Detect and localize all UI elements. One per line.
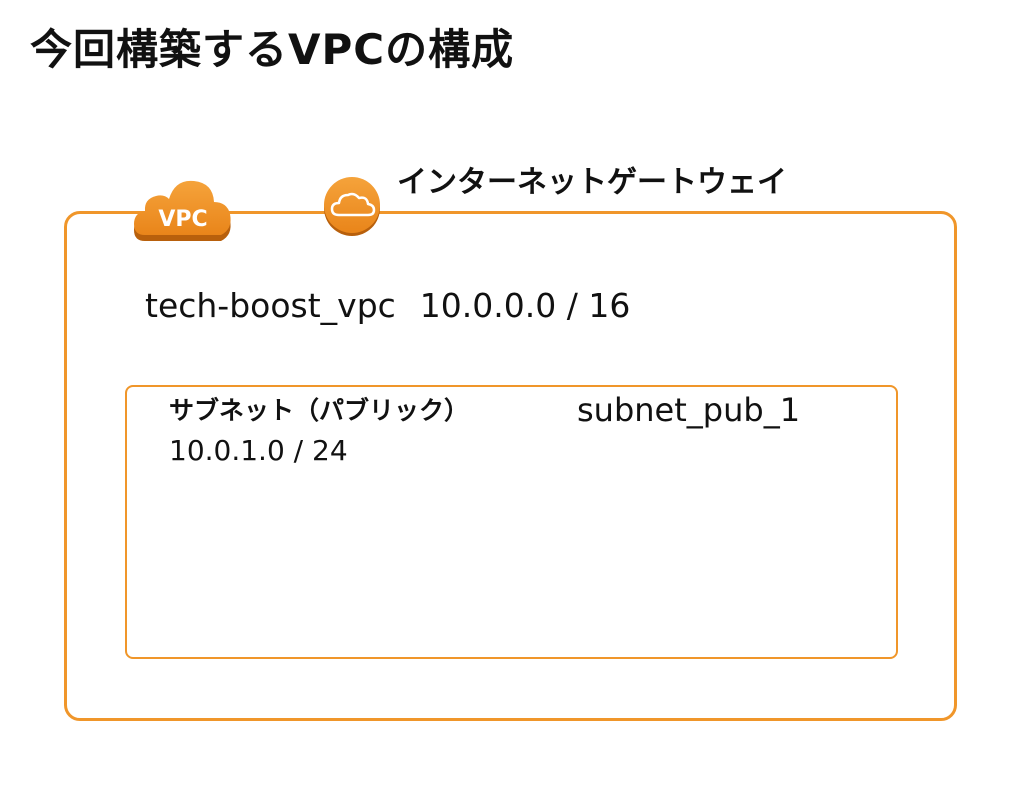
subnet-cidr: 10.0.1.0 / 24	[169, 434, 348, 467]
vpc-label: tech-boost_vpc 10.0.0.0 / 16	[145, 284, 630, 328]
internet-gateway-icon	[324, 177, 380, 236]
subnet-title: サブネット（パブリック）	[169, 396, 470, 425]
vpc-container	[64, 211, 957, 721]
internet-gateway-label: インターネットゲートウェイ	[397, 165, 787, 200]
page-title: 今回構築するVPCの構成	[30, 25, 515, 74]
vpc-cloud-icon: VPC	[134, 180, 231, 241]
subnet-container	[125, 385, 898, 659]
vpc-badge-label: VPC	[158, 207, 207, 232]
vpc-name: tech-boost_vpc	[145, 286, 396, 325]
cloud-icon	[330, 192, 376, 217]
subnet-name: subnet_pub_1	[577, 391, 801, 429]
vpc-cidr: 10.0.0.0 / 16	[419, 286, 631, 325]
